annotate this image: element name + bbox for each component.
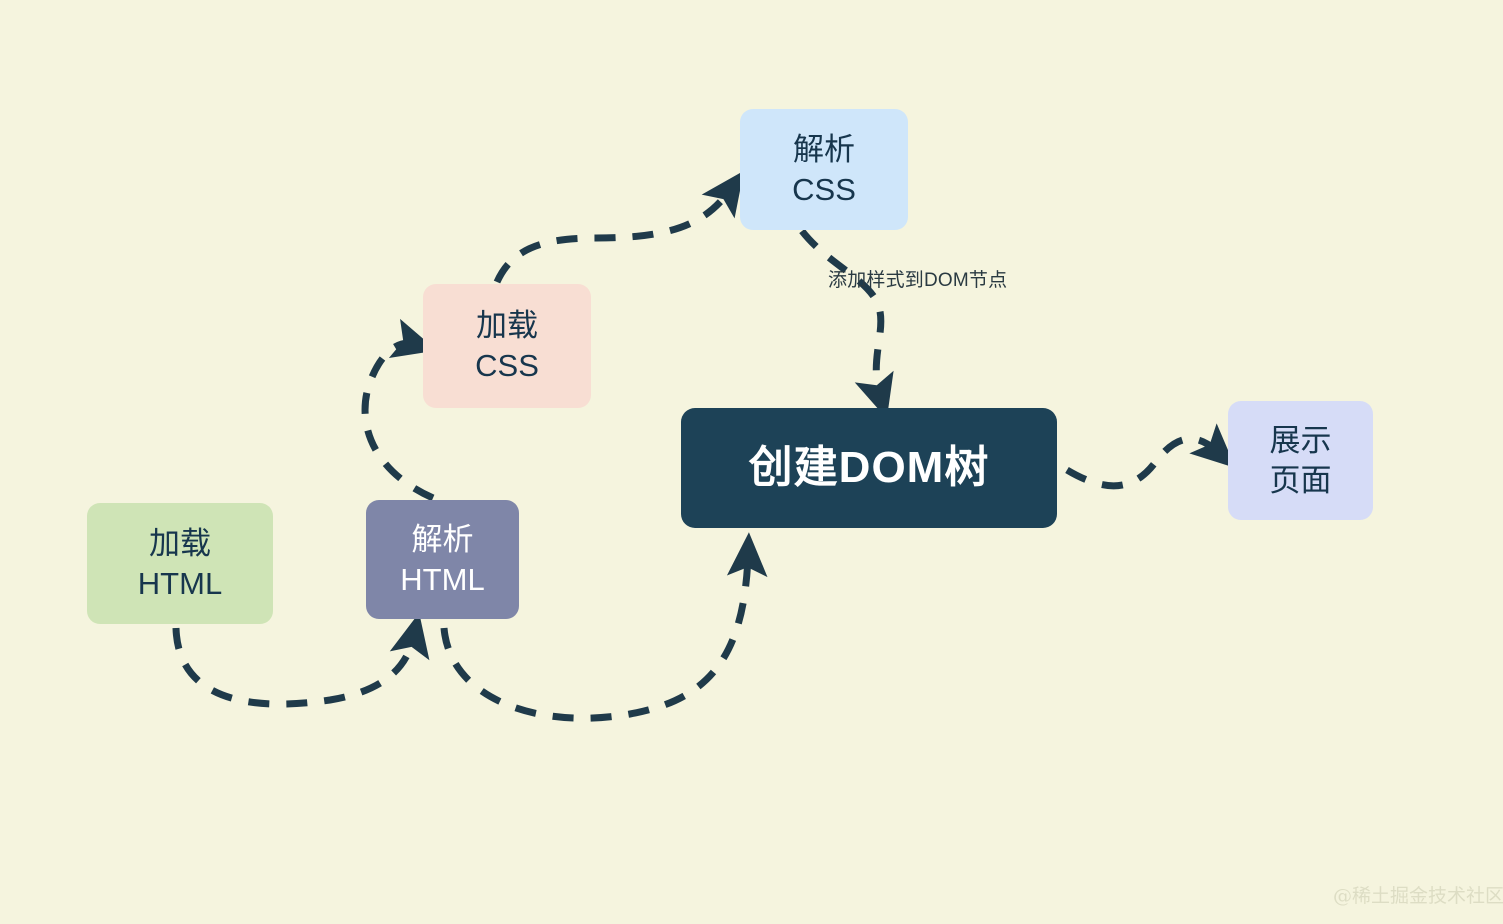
edge-label-add-style-to-dom: 添加样式到DOM节点	[828, 270, 1008, 291]
node-load-html[interactable]: 加载 HTML	[87, 503, 273, 624]
edge-load-css-to-parse-css	[493, 170, 744, 284]
node-load-css-line-2: CSS	[475, 348, 539, 383]
node-load-css[interactable]: 加载 CSS	[423, 284, 591, 408]
node-parse-html-line-1: 解析	[411, 521, 474, 557]
node-show-page[interactable]: 展示 页面	[1228, 401, 1373, 520]
edge-load-html-to-parse-html	[172, 612, 430, 708]
node-parse-css-line-2: CSS	[792, 171, 856, 207]
node-parse-css-line-1: 解析	[793, 131, 855, 167]
node-show-page-line-2: 页面	[1269, 462, 1332, 498]
node-load-html-line-2: HTML	[137, 565, 223, 601]
node-parse-html[interactable]: 解析 HTML	[366, 500, 519, 619]
node-create-dom-tree[interactable]: 创建DOM树	[681, 408, 1057, 528]
node-parse-html-line-2: HTML	[400, 561, 485, 597]
node-show-page-line-1: 展示	[1269, 422, 1332, 458]
node-create-dom-tree-label: 创建DOM树	[748, 442, 990, 492]
node-load-css-line-1: 加载	[476, 308, 538, 344]
watermark: @稀土掘金技术社区	[1333, 885, 1503, 907]
edge-parse-css-to-create-dom	[799, 228, 894, 419]
node-parse-css[interactable]: 解析 CSS	[740, 109, 908, 230]
node-load-html-line-1: 加载	[149, 525, 211, 561]
edge-create-dom-to-show-page	[1065, 423, 1236, 490]
